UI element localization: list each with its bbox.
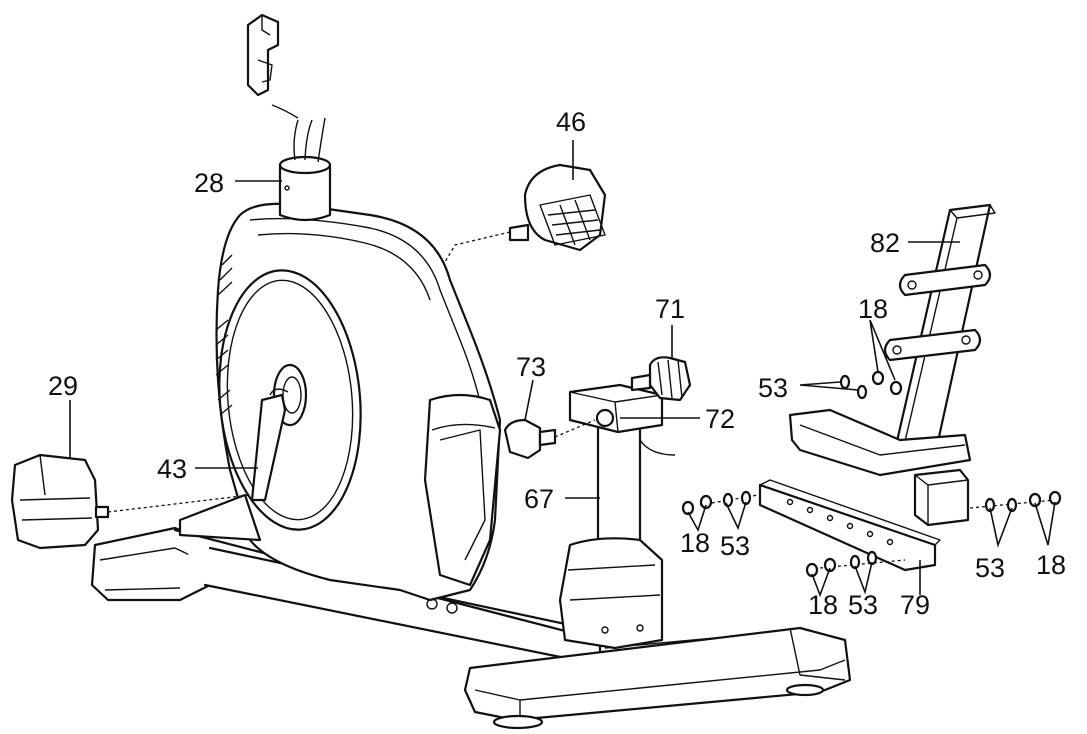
label-53-bottom: 53 (848, 590, 878, 620)
label-67: 67 (524, 484, 554, 514)
pedal-left (10, 453, 251, 550)
label-18-right: 18 (1036, 550, 1066, 580)
seat-post (558, 410, 664, 650)
main-housing (178, 202, 502, 602)
label-71: 71 (655, 294, 685, 324)
seat-frame (788, 203, 996, 527)
bolts-left (681, 490, 1062, 578)
label-53-left: 53 (720, 531, 750, 561)
leader-lines (69, 140, 1056, 598)
seat-slider (568, 383, 676, 456)
label-18-left: 18 (680, 528, 710, 558)
label-53-right: 53 (975, 553, 1005, 583)
label-79: 79 (900, 590, 930, 620)
label-72: 72 (705, 404, 735, 434)
label-53-top: 53 (758, 373, 788, 403)
crank-arm (250, 388, 289, 502)
adjustment-knob-73 (503, 418, 596, 460)
label-28: 28 (194, 168, 224, 198)
label-43: 43 (157, 454, 187, 484)
label-18-top: 18 (858, 294, 888, 324)
label-73: 73 (516, 352, 546, 382)
part-labels: 28 46 82 18 71 53 73 72 29 43 67 18 53 5… (48, 107, 1066, 620)
pedal-right (444, 163, 607, 263)
label-29: 29 (48, 371, 78, 401)
adjustment-knob-71 (630, 356, 692, 402)
label-18-bottom: 18 (808, 590, 838, 620)
label-82: 82 (870, 228, 900, 258)
handlebar-post (246, 13, 332, 222)
label-46: 46 (556, 107, 586, 137)
